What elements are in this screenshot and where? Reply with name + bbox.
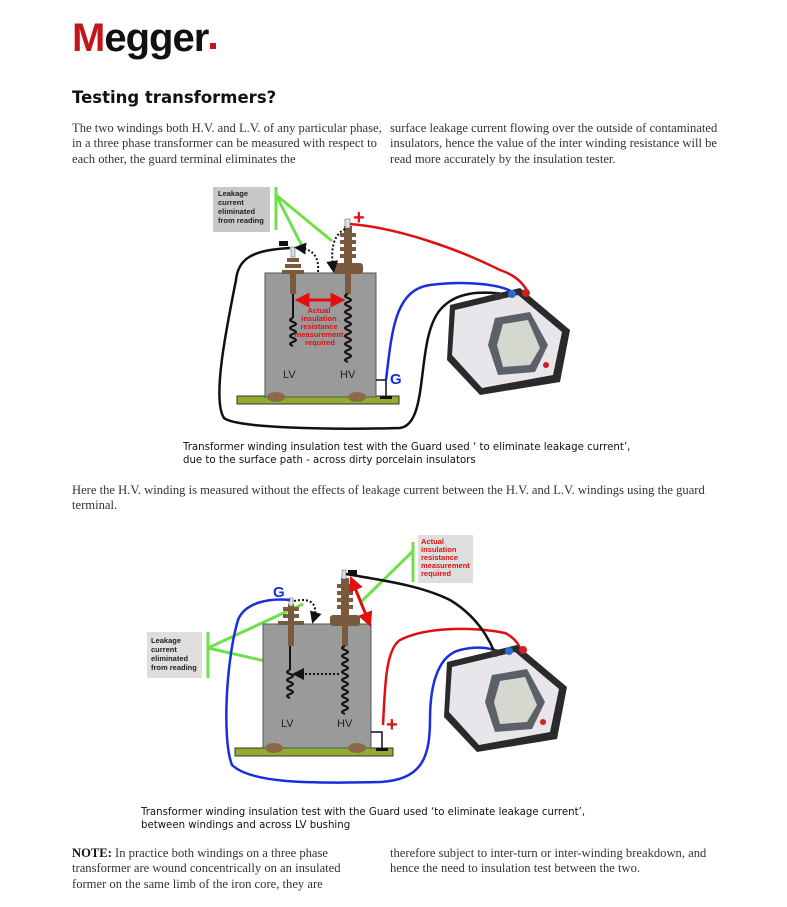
plus-marker-2: + xyxy=(386,714,398,736)
figure-2-caption: Transformer winding insulation test with… xyxy=(141,807,586,832)
leakage-callout-box-2 xyxy=(147,632,202,678)
transformer-tank-2 xyxy=(262,623,372,749)
note-column-1: NOTE: In practice both windings on a thr… xyxy=(72,846,341,891)
note-column-2: therefore subject to inter-turn or inter… xyxy=(390,846,707,876)
lv-label: LV xyxy=(283,369,296,381)
figure-2: Actual insulation resistance measurement… xyxy=(147,535,567,784)
intro-column-2: surface leakage current flowing over the… xyxy=(390,121,718,166)
megger-logo: Megger xyxy=(72,18,217,58)
figure-1-caption: Transformer winding insulation test with… xyxy=(183,442,631,467)
actual-callout-text: Actual insulation resistance measurement… xyxy=(421,537,472,578)
figure-1: Leakage current eliminated from reading xyxy=(213,187,570,430)
hv-label: HV xyxy=(340,369,356,381)
actual-measurement-label: Actual insulation resistance measurement… xyxy=(295,306,346,347)
insulation-tester-1 xyxy=(447,288,570,395)
minus-marker xyxy=(279,241,288,246)
guard-label: G xyxy=(390,371,402,388)
actual-callout-box xyxy=(418,535,473,583)
insulation-tester-2 xyxy=(444,645,567,752)
hv-label-2: HV xyxy=(337,718,353,730)
leakage-callout-text-2: Leakage current eliminated from reading xyxy=(151,636,197,672)
leakage-callout-box xyxy=(213,187,270,232)
lv-label-2: LV xyxy=(281,718,294,730)
page-title: Testing transformers? xyxy=(72,88,277,107)
middle-paragraph: Here the H.V. winding is measured withou… xyxy=(72,483,705,513)
intro-column-1: The two windings both H.V. and L.V. of a… xyxy=(72,121,382,166)
plus-marker: + xyxy=(353,207,365,229)
minus-marker-2 xyxy=(348,570,357,575)
leakage-callout-text: Leakage current eliminated from reading xyxy=(218,189,264,225)
guard-label-2: G xyxy=(273,584,285,601)
note-label: NOTE: xyxy=(72,846,112,860)
registered-mark xyxy=(210,43,217,49)
